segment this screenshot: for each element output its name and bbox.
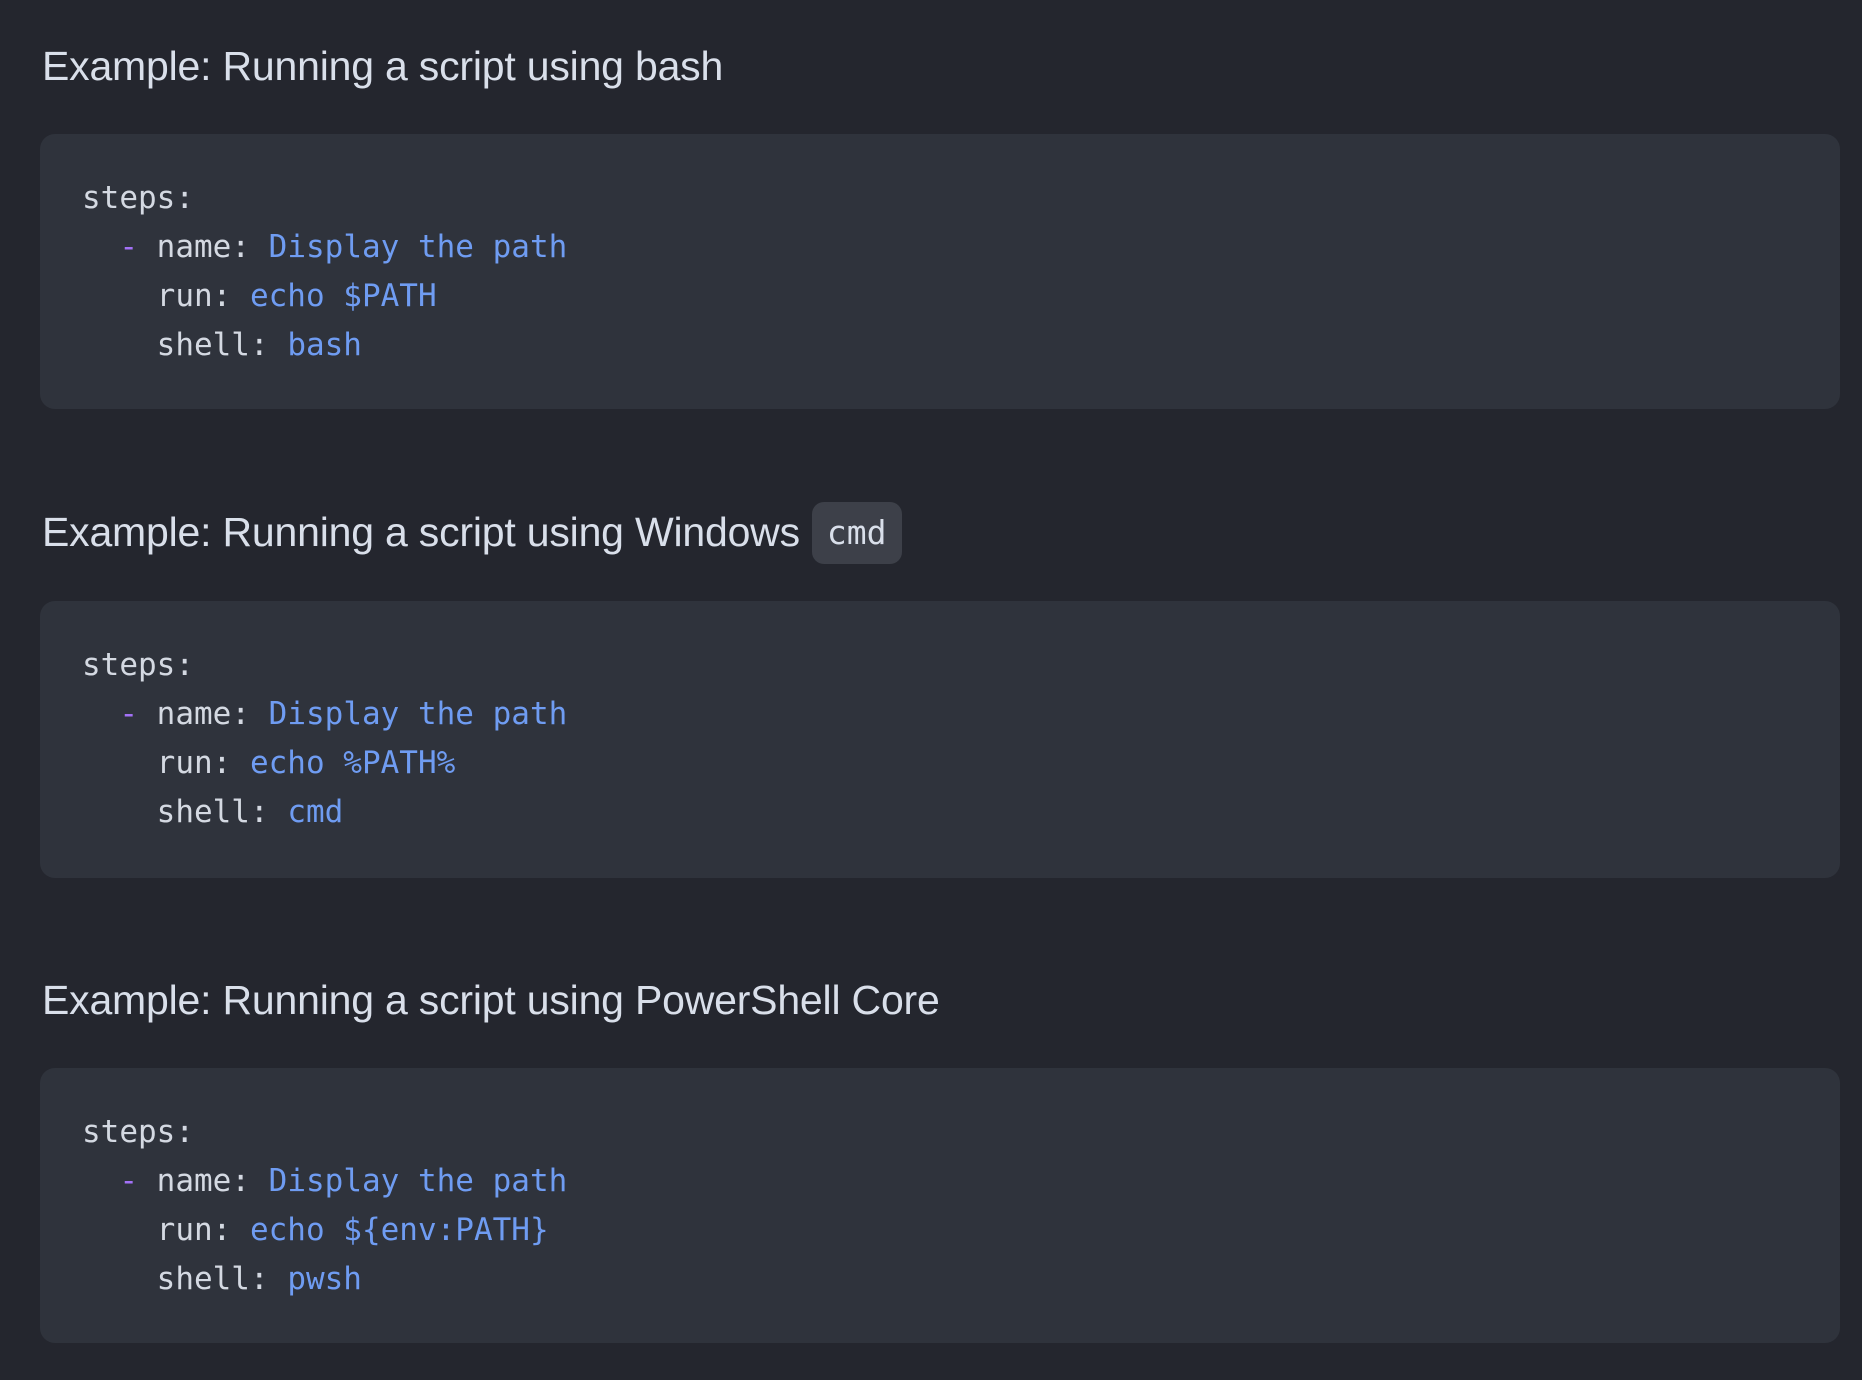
code-line-name: - name: Display the path <box>82 1157 1798 1206</box>
code-line-shell: shell: cmd <box>82 788 1798 837</box>
code-block-bash[interactable]: steps: - name: Display the path run: ech… <box>40 134 1840 409</box>
yaml-key: name: <box>156 229 250 265</box>
yaml-value: echo $PATH <box>249 278 437 314</box>
yaml-list-dash: - <box>119 1163 138 1199</box>
yaml-key: shell: <box>156 327 269 363</box>
yaml-key: steps: <box>82 1114 194 1150</box>
yaml-list-dash: - <box>119 229 138 265</box>
heading-text: Example: Running a script using bash <box>42 43 724 89</box>
yaml-value: pwsh <box>287 1261 362 1297</box>
yaml-value: bash <box>287 327 362 363</box>
code-line-steps: steps: <box>82 641 1798 690</box>
yaml-key: run: <box>156 1212 232 1248</box>
code-line-name: - name: Display the path <box>82 223 1798 272</box>
yaml-value: Display the path <box>268 1163 568 1199</box>
yaml-key: steps: <box>82 647 194 683</box>
yaml-list-dash: - <box>119 696 138 732</box>
inline-code-cmd: cmd <box>811 501 902 564</box>
code-block-cmd[interactable]: steps: - name: Display the path run: ech… <box>40 601 1840 878</box>
code-line-shell: shell: pwsh <box>82 1255 1798 1304</box>
yaml-value: Display the path <box>268 229 568 265</box>
code-line-steps: steps: <box>82 1108 1798 1157</box>
yaml-value: echo ${env:PATH} <box>249 1212 549 1248</box>
section-heading-bash: Example: Running a script using bash <box>40 42 723 91</box>
heading-text: Example: Running a script using PowerShe… <box>42 977 940 1023</box>
code-line-run: run: echo $PATH <box>82 272 1798 321</box>
yaml-key: shell: <box>156 1261 269 1297</box>
yaml-value: Display the path <box>268 696 568 732</box>
yaml-key: shell: <box>156 794 269 830</box>
code-line-name: - name: Display the path <box>82 690 1798 739</box>
code-line-shell: shell: bash <box>82 321 1798 370</box>
code-line-steps: steps: <box>82 174 1798 223</box>
heading-text: Example: Running a script using Windows <box>42 509 800 555</box>
code-line-run: run: echo %PATH% <box>82 739 1798 788</box>
yaml-key: steps: <box>82 180 194 216</box>
code-block-pwsh[interactable]: steps: - name: Display the path run: ech… <box>40 1068 1840 1343</box>
yaml-key: name: <box>156 696 250 732</box>
yaml-key: run: <box>156 278 232 314</box>
section-heading-powershell-core: Example: Running a script using PowerShe… <box>40 976 940 1025</box>
yaml-key: name: <box>156 1163 250 1199</box>
yaml-value: cmd <box>287 794 344 830</box>
yaml-value: echo %PATH% <box>249 745 456 781</box>
yaml-key: run: <box>156 745 232 781</box>
code-line-run: run: echo ${env:PATH} <box>82 1206 1798 1255</box>
